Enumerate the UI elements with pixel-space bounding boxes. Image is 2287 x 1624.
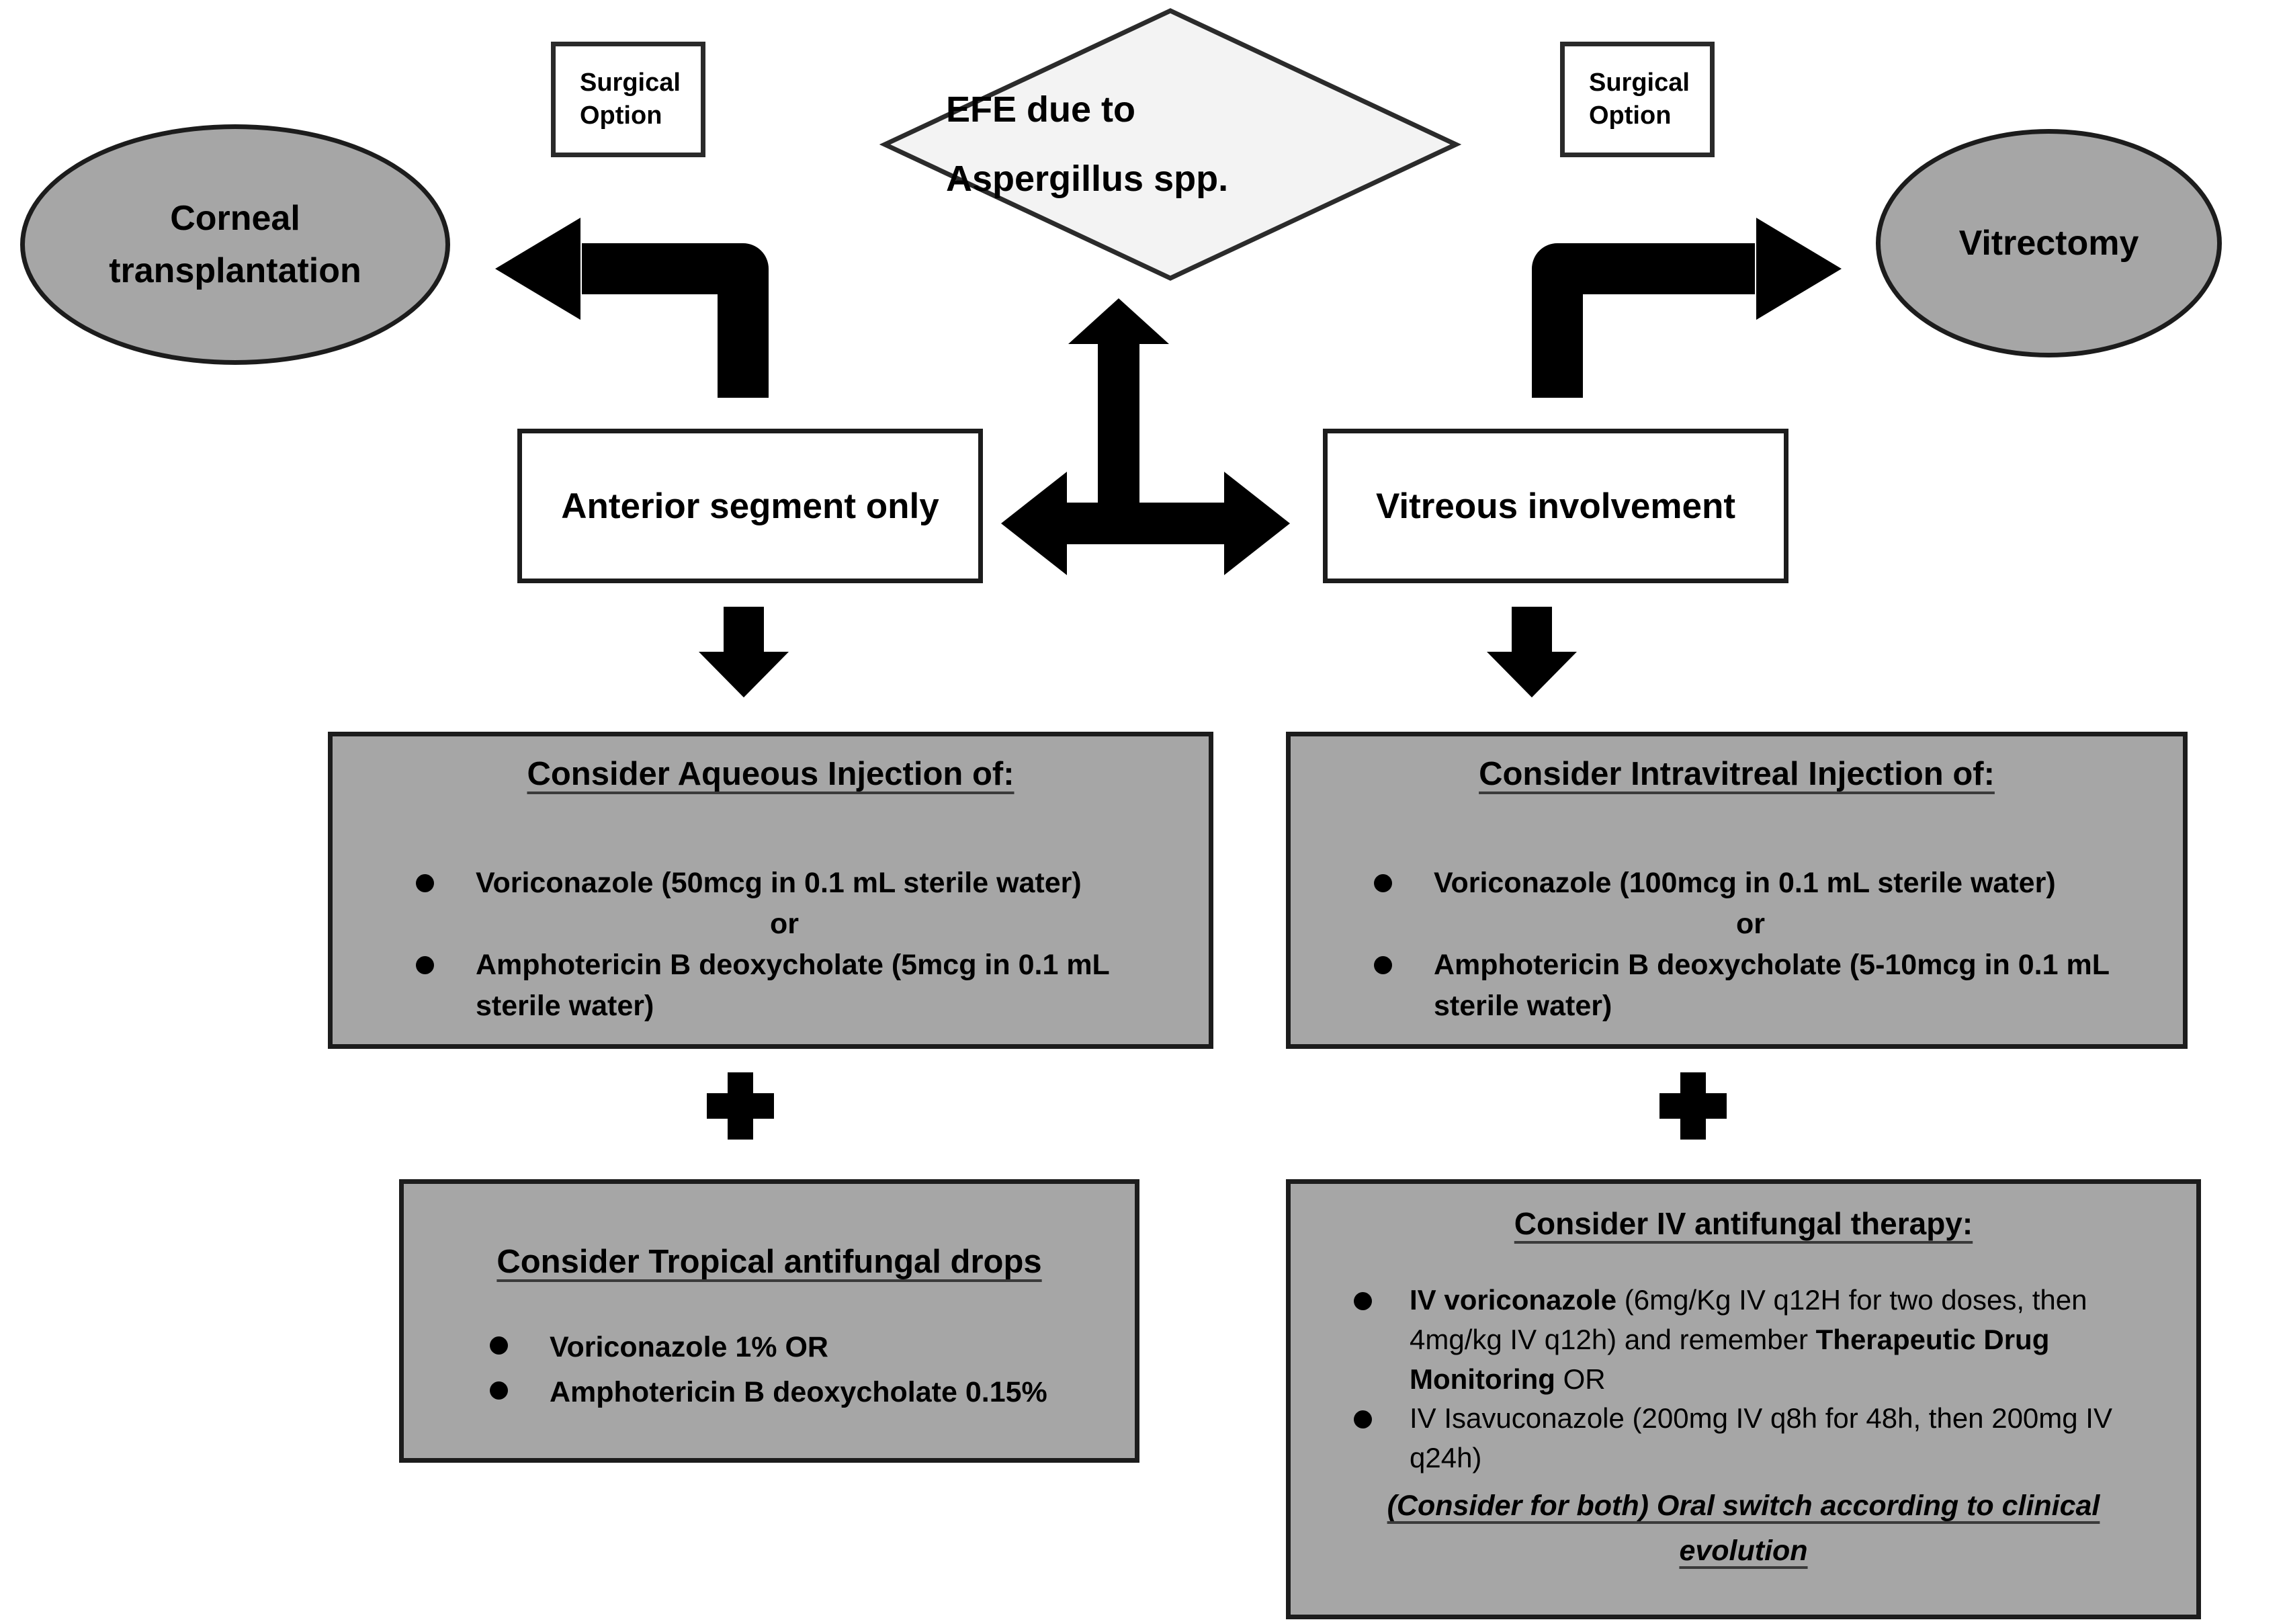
intravitreal-bullet-2: Amphotericin B deoxycholate (5-10mcg in … (1355, 945, 2146, 1027)
node-anterior-segment-only: Anterior segment only (517, 429, 983, 583)
decision-diamond-label: EFE due to Aspergillus spp. (946, 89, 1229, 199)
surgical-option-right-box: Surgical Option (1560, 42, 1715, 157)
intravitreal-bullet-2-text: Amphotericin B deoxycholate (5-10mcg in … (1434, 949, 2110, 1023)
iv-therapy-footer: (Consider for both) Oral switch accordin… (1387, 1489, 2100, 1567)
bullet-dot (416, 874, 434, 892)
aqueous-bullet-2-text: Amphotericin B deoxycholate (5mcg in 0.1… (476, 949, 1110, 1023)
iv-voriconazole-dose: (6mg/Kg IV q12H for two doses, then 4mg/… (1410, 1284, 2087, 1355)
aqueous-or: or (770, 908, 799, 941)
surgical-option-left-label: Surgical Option (580, 68, 681, 130)
node-intravitreal-injection: Consider Intravitreal Injection of: Vori… (1286, 732, 2188, 1049)
double-arrow-icon (1001, 472, 1290, 575)
iv-bullet-1-or: OR (1555, 1363, 1606, 1395)
bent-arrow-left-icon (495, 218, 769, 398)
aqueous-bullet-1-text: Voriconazole (50mcg in 0.1 mL sterile wa… (476, 867, 1082, 899)
corneal-label: Corneal transplantation (109, 199, 361, 290)
intravitreal-or: or (1736, 908, 1765, 941)
topical-bullet-2: Amphotericin B deoxycholate 0.15% (471, 1370, 1108, 1415)
down-arrow-right-icon (1487, 607, 1577, 697)
topical-title: Consider Tropical antifungal drops (497, 1244, 1042, 1280)
anterior-label: Anterior segment only (561, 486, 939, 526)
iv-therapy-bullet-1: IV voriconazole (6mg/Kg IV q12H for two … (1335, 1281, 2156, 1399)
aqueous-bullet-2: Amphotericin B deoxycholate (5mcg in 0.1… (397, 945, 1172, 1027)
therapeutic-drug-monitoring-bold: Therapeutic Drug Monitoring (1410, 1323, 2050, 1395)
node-corneal-transplantation: Corneal transplantation (20, 124, 450, 365)
iv-therapy-title: Consider IV antifungal therapy: (1514, 1206, 1973, 1241)
intravitreal-title: Consider Intravitreal Injection of: (1479, 756, 1995, 792)
plus-icon-right (1659, 1072, 1727, 1140)
vitreous-label: Vitreous involvement (1375, 486, 1736, 526)
bullet-dot (490, 1381, 508, 1400)
node-topical-antifungal-drops: Consider Tropical antifungal drops Voric… (399, 1179, 1139, 1463)
node-iv-antifungal-therapy: Consider IV antifungal therapy: IV voric… (1286, 1179, 2201, 1619)
iv-therapy-bullet-2-text: IV Isavuconazole (200mg IV q8h for 48h, … (1410, 1402, 2112, 1474)
topical-bullet-2-text: Amphotericin B deoxycholate 0.15% (550, 1375, 1047, 1408)
aqueous-title: Consider Aqueous Injection of: (527, 756, 1015, 792)
bullet-dot (416, 956, 434, 975)
aqueous-bullet-1: Voriconazole (50mcg in 0.1 mL sterile wa… (397, 863, 1172, 904)
topical-bullet-1: Voriconazole 1% OR (471, 1325, 1108, 1370)
iv-voriconazole-bold: IV voriconazole (1410, 1284, 1617, 1316)
intravitreal-bullet-1-text: Voriconazole (100mcg in 0.1 mL sterile w… (1434, 867, 2056, 899)
decision-diamond-shape (879, 8, 1462, 281)
surgical-option-left-box: Surgical Option (551, 42, 705, 157)
bullet-dot (490, 1336, 508, 1355)
iv-therapy-bullet-2: IV Isavuconazole (200mg IV q8h for 48h, … (1335, 1399, 2156, 1478)
vitrectomy-label: Vitrectomy (1958, 224, 2139, 263)
node-vitrectomy: Vitrectomy (1876, 129, 2222, 357)
bent-arrow-right-icon (1532, 218, 1842, 398)
iv-therapy-bullet-1-text: IV voriconazole (6mg/Kg IV q12H for two … (1410, 1281, 2156, 1399)
intravitreal-bullet-1: Voriconazole (100mcg in 0.1 mL sterile w… (1355, 863, 2146, 904)
bullet-dot (1354, 1410, 1372, 1429)
up-arrow-icon (1068, 298, 1169, 505)
bullet-dot (1374, 956, 1392, 975)
bullet-dot (1354, 1292, 1372, 1310)
node-aqueous-injection: Consider Aqueous Injection of: Voriconaz… (328, 732, 1213, 1049)
node-vitreous-involvement: Vitreous involvement (1323, 429, 1788, 583)
surgical-option-right-label: Surgical Option (1589, 68, 1690, 130)
plus-icon-left (707, 1072, 774, 1140)
down-arrow-left-icon (699, 607, 789, 697)
bullet-dot (1374, 874, 1392, 892)
topical-bullet-1-text: Voriconazole 1% OR (550, 1331, 828, 1363)
